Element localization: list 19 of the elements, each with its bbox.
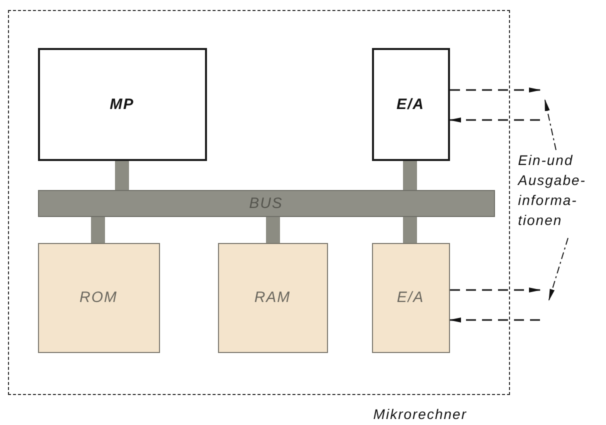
memory-box: ROM bbox=[38, 242, 160, 352]
bus-connector bbox=[403, 161, 417, 190]
signal-arrow bbox=[449, 318, 540, 322]
bus-bar: BUS bbox=[38, 190, 494, 216]
bus-connector bbox=[266, 217, 280, 243]
bus-connector bbox=[115, 161, 129, 190]
bus-connector bbox=[91, 217, 105, 243]
signal-arrow bbox=[449, 118, 540, 122]
signal-arrow bbox=[450, 88, 541, 92]
memory-box: RAM bbox=[218, 242, 328, 352]
signal-arrow bbox=[450, 288, 541, 292]
io-note: Ein-und Ausgabe- informa- tionen bbox=[518, 150, 606, 238]
module-box: E/A bbox=[372, 48, 450, 160]
bus-connector bbox=[403, 217, 417, 243]
boundary-caption: Mikrorechner bbox=[373, 406, 467, 422]
leader-line bbox=[544, 99, 556, 150]
module-box: MP bbox=[38, 48, 206, 160]
memory-box: E/A bbox=[372, 242, 450, 352]
leader-line bbox=[548, 238, 568, 301]
